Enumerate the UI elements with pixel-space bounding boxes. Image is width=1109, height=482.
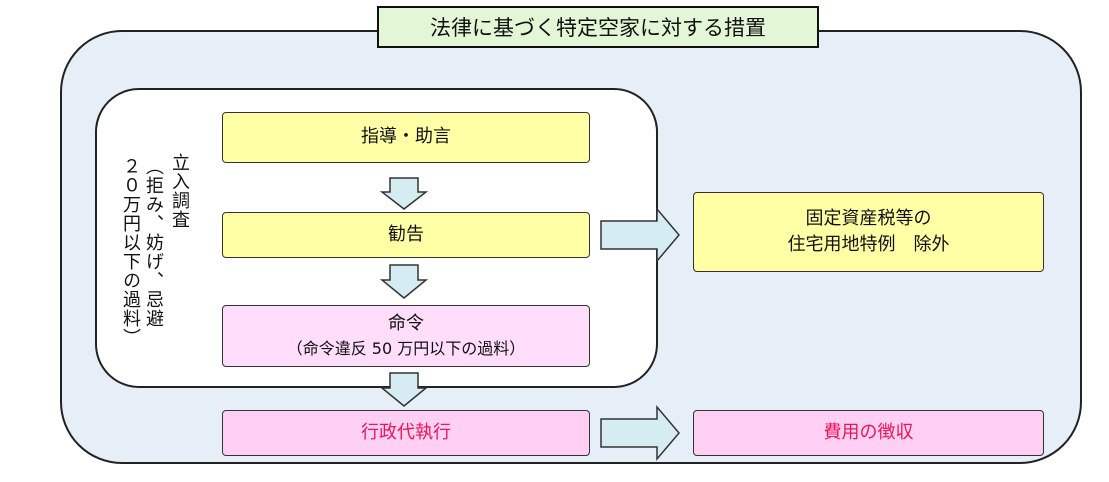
- tax-exclusion-box: 固定資産税等の 住宅用地特例 除外: [693, 192, 1044, 272]
- diagram-title: 法律に基づく特定空家に対する措置: [377, 6, 819, 48]
- cost-collection-label: 費用の徴収: [823, 421, 914, 443]
- tax-exclusion-line-1: 固定資産税等の: [805, 207, 932, 229]
- inspection-label: 立入調査: [169, 153, 190, 229]
- right-arrow-icon: [600, 206, 680, 264]
- execution-box: 行政代執行: [222, 410, 590, 456]
- down-arrow-icon: [379, 264, 429, 299]
- inspection-note-2: ２０万円以下の過料）: [120, 157, 141, 347]
- guidance-label: 指導・助言: [361, 126, 451, 148]
- order-label: 命令: [388, 313, 424, 335]
- recommendation-label: 勧告: [388, 223, 424, 245]
- down-arrow-icon: [379, 372, 429, 407]
- guidance-box: 指導・助言: [222, 112, 590, 163]
- right-arrow-icon: [600, 404, 680, 462]
- execution-label: 行政代執行: [361, 421, 451, 443]
- inspection-note-1: （拒み、妨げ、忌避: [143, 157, 164, 328]
- order-box: 命令 （命令違反 50 万円以下の過料）: [222, 305, 590, 367]
- cost-collection-box: 費用の徴収: [693, 410, 1044, 456]
- tax-exclusion-line-2: 住宅用地特例 除外: [787, 234, 950, 255]
- recommendation-box: 勧告: [222, 212, 590, 258]
- down-arrow-icon: [379, 177, 429, 210]
- order-note: （命令違反 50 万円以下の過料）: [286, 339, 526, 359]
